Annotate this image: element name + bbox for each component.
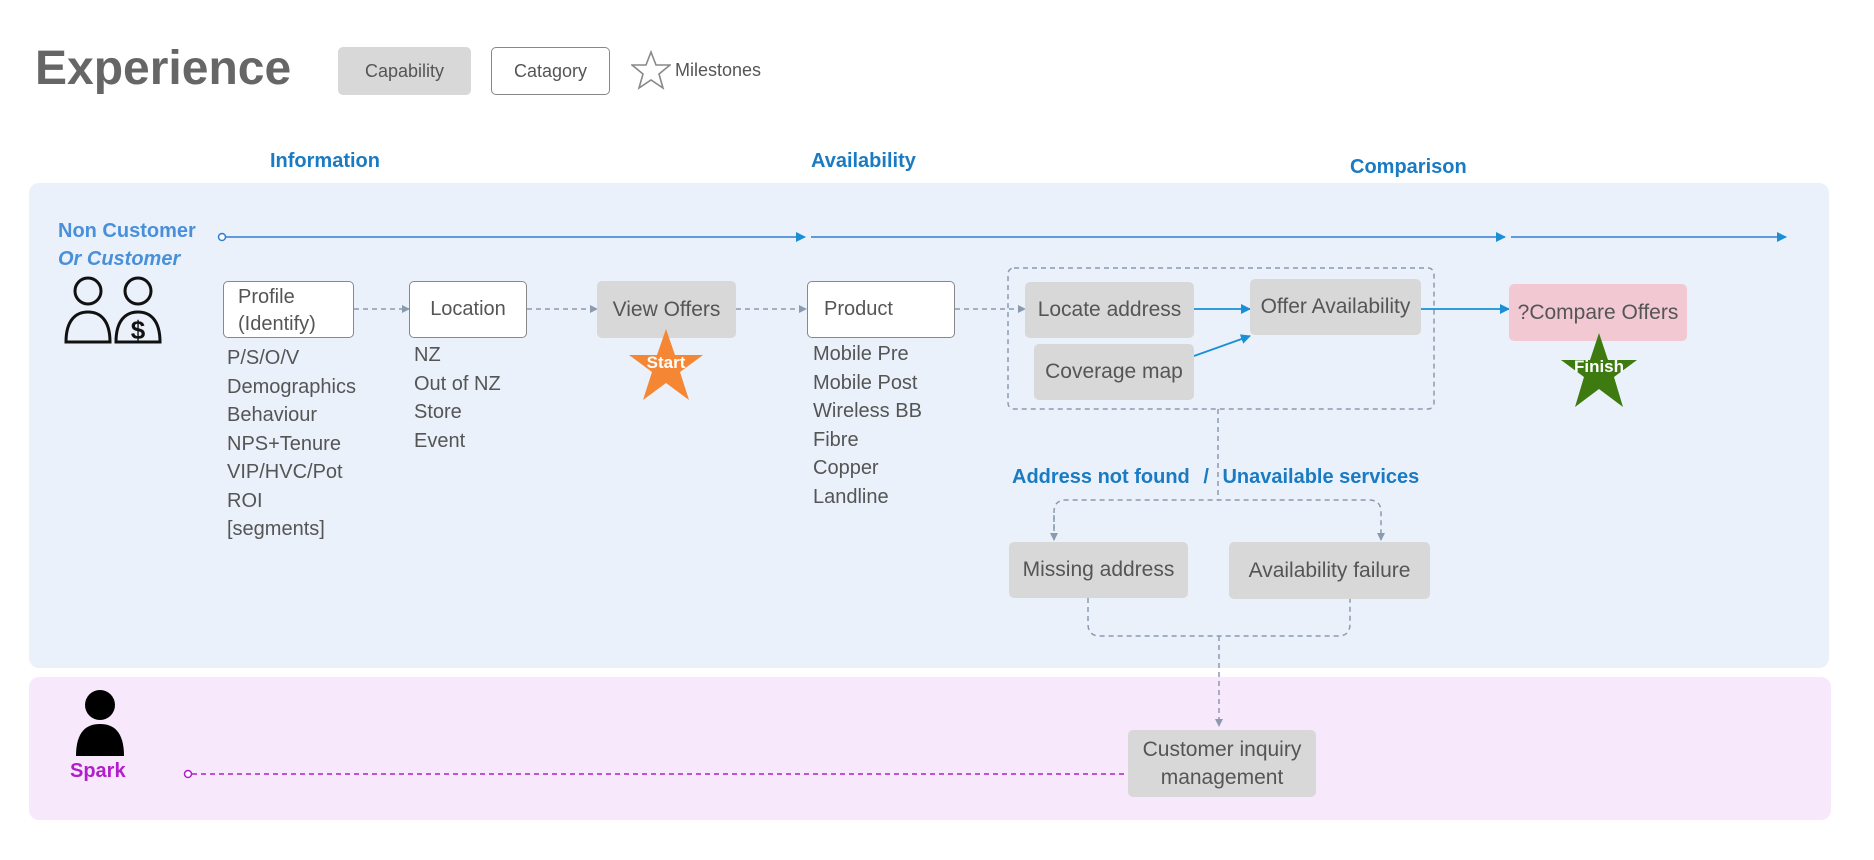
step-product[interactable]: Product [807,281,955,338]
list-item: Landline [813,485,889,508]
stage-availability: Availability [811,150,916,172]
list-item: Event [414,429,466,452]
svg-text:$: $ [131,315,146,345]
list-item: ROI [227,489,263,512]
legend-capability: Capability [338,47,471,95]
legend-milestones: Milestones [675,60,762,80]
list-item: Wireless BB [813,400,922,422]
start-label: Start [647,353,686,372]
stage-information: Information [270,150,380,172]
step-locate-address[interactable]: Locate address [1025,282,1194,338]
profile-list: P/S/O/V Demographics Behaviour NPS+Tenur… [227,344,356,544]
stage-comparison: Comparison [1350,156,1467,178]
list-item: Mobile Pre [813,343,909,365]
star-outline-icon [631,50,671,90]
finish-star-icon: Finish [1561,333,1637,407]
branch-address-not-found: Address not found [1012,466,1190,488]
step-missing-address[interactable]: Missing address [1009,542,1188,598]
page-title: Experience [35,42,292,95]
persona-spark: Spark [70,760,126,782]
branch-label: Address not found / Unavailable services [1012,466,1419,489]
step-availability-failure[interactable]: Availability failure [1229,542,1430,599]
persona-customer-line1: Non Customer [58,220,196,242]
list-item: P/S/O/V [227,347,300,369]
step-compare-offers[interactable]: ?Compare Offers [1509,284,1687,341]
person-dollar-icon: $ [114,276,162,345]
step-location[interactable]: Location [409,281,527,338]
list-item: Copper [813,457,879,479]
start-star-icon: Start [629,329,703,400]
list-item: [segments] [227,518,325,540]
list-item: NPS+Tenure [227,432,341,455]
list-item: Demographics [227,375,356,398]
step-offer-availability[interactable]: Offer Availability [1250,279,1421,335]
step-profile[interactable]: Profile (Identify) [223,281,354,338]
branch-unavailable-services: Unavailable services [1222,466,1420,488]
legend-category: Catagory [491,47,610,95]
step-customer-inquiry[interactable]: Customer inquiry management [1128,730,1316,797]
finish-label: Finish [1574,357,1624,376]
location-list: NZ Out of NZ Store Event [414,341,501,455]
step-view-offers[interactable]: View Offers [597,281,736,338]
customer-swimlane [29,183,1829,668]
list-item: Behaviour [227,404,318,426]
list-item: Out of NZ [414,372,501,395]
person-outline-icon: $ [64,276,162,345]
branch-separator: / [1203,466,1209,488]
person-solid-icon [76,690,124,756]
spark-swimlane [29,677,1831,820]
list-item: Store [414,401,462,423]
list-item: VIP/HVC/Pot [227,461,343,483]
product-list: Mobile Pre Mobile Post Wireless BB Fibre… [813,340,922,511]
persona-customer-line2: Or Customer [58,248,181,270]
list-item: NZ [414,344,441,366]
step-coverage-map[interactable]: Coverage map [1034,344,1194,400]
list-item: Mobile Post [813,371,918,394]
list-item: Fibre [813,428,859,451]
